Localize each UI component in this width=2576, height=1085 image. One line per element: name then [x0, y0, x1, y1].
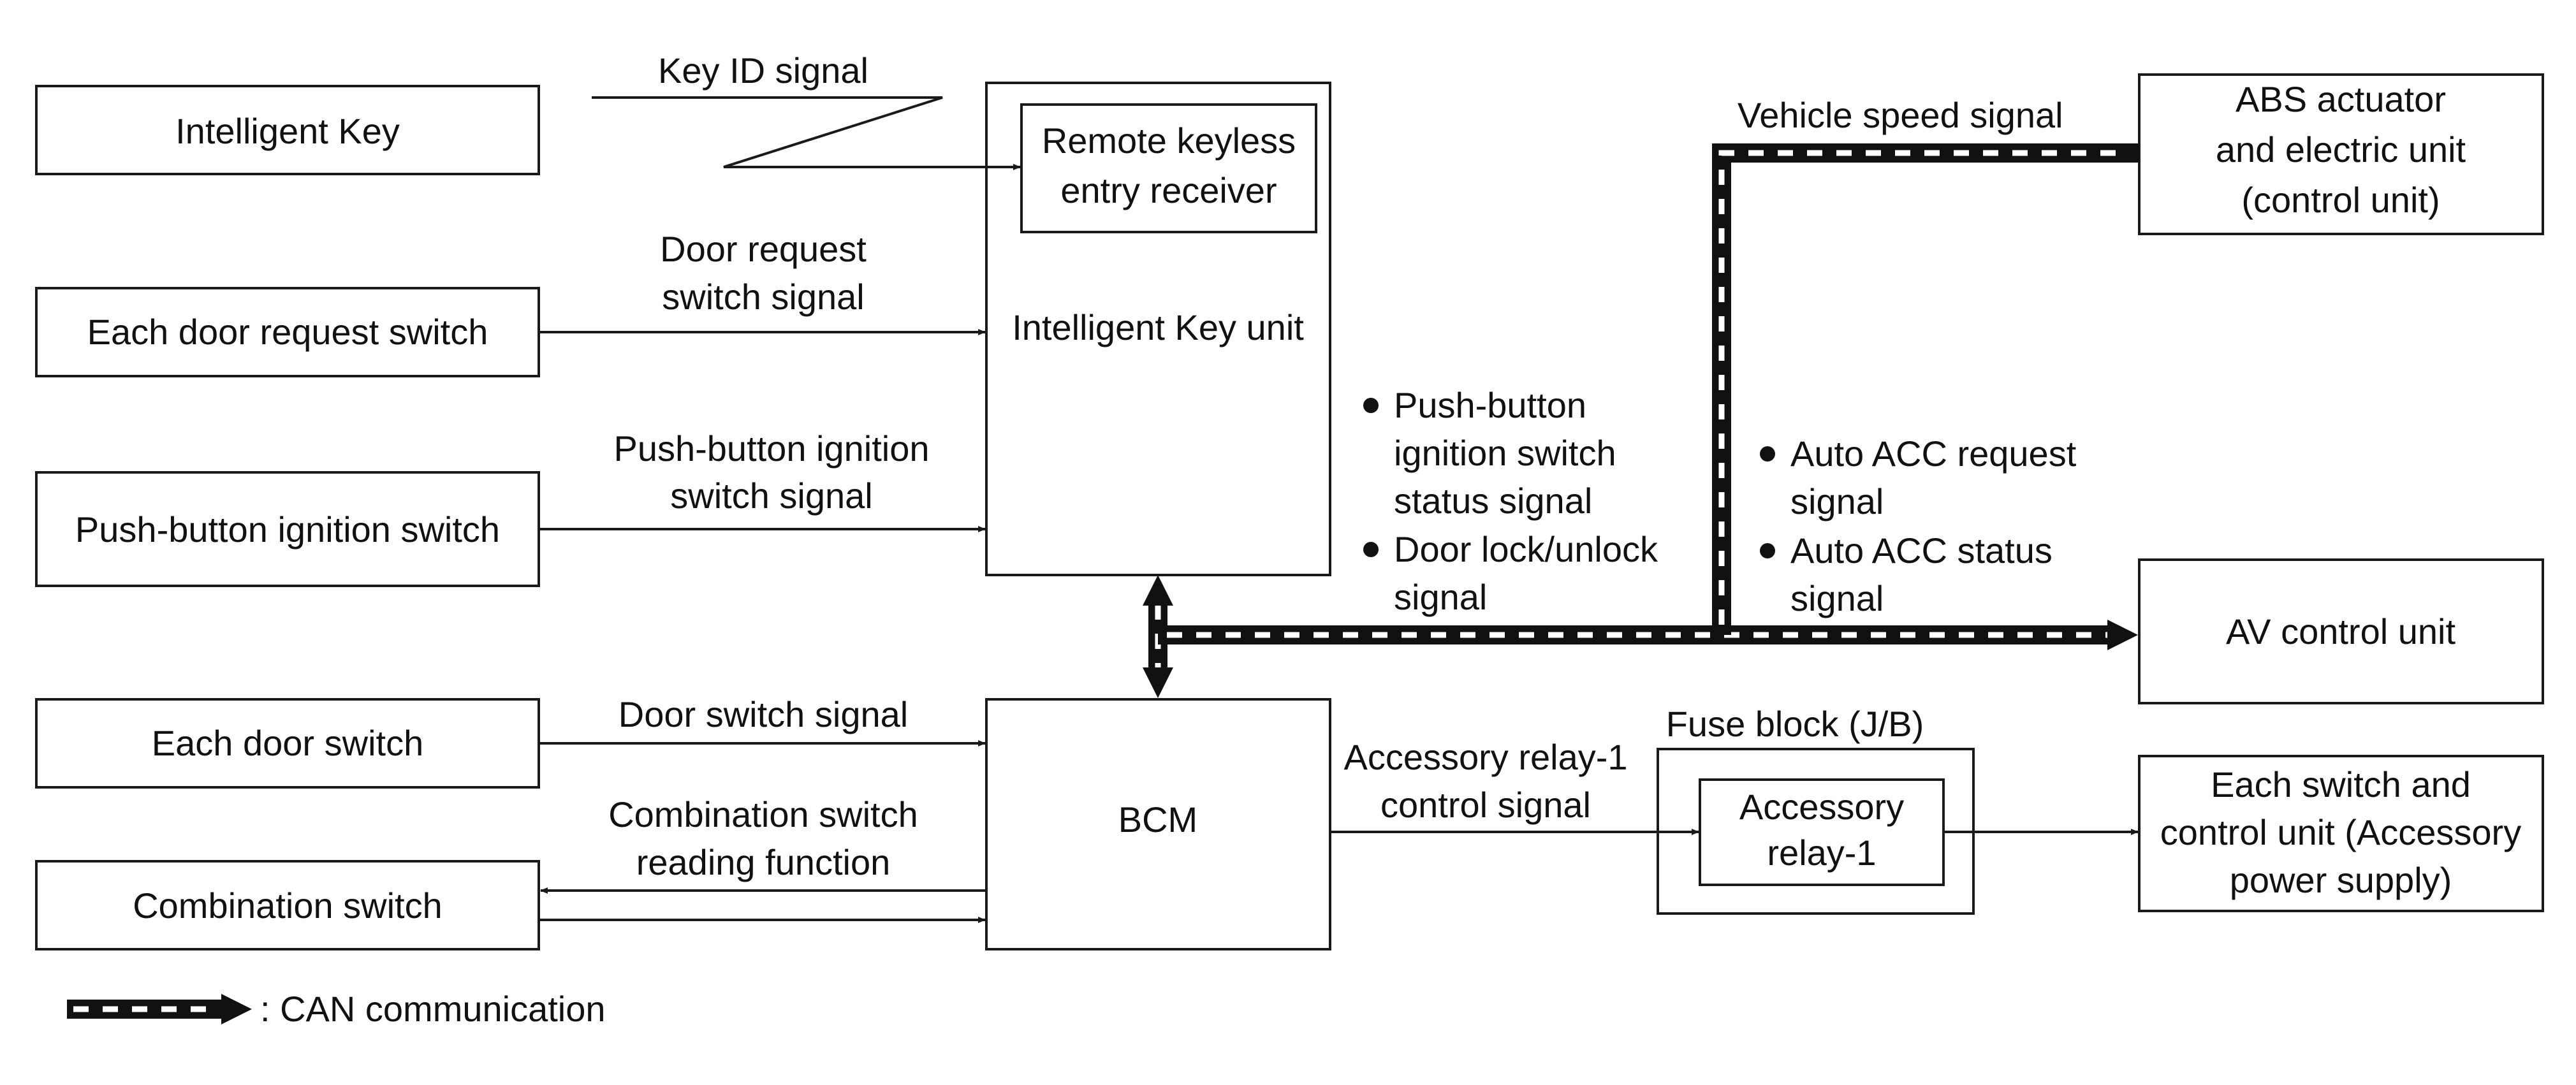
key-id-signal-label: Key ID signal	[658, 50, 868, 91]
combination-switch-box	[35, 860, 540, 950]
door-request-signal-label: switch signal	[662, 277, 864, 317]
can-arrowhead-av	[2107, 620, 2138, 650]
ikey-bcm-signal-label: Door lock/unlock	[1394, 529, 1658, 569]
av-control-unit-box	[2138, 558, 2544, 704]
ikey-bcm-signal-label: ignition switch	[1394, 433, 1616, 473]
legend-can-arrowhead	[221, 994, 252, 1024]
push-button-signal-label: Push-button ignition	[613, 428, 929, 469]
can-abs-bus-dashes	[1718, 150, 2130, 625]
auto-acc-signal-label: Auto ACC request	[1790, 433, 2077, 474]
door-switch-label: Each door switch	[152, 723, 423, 763]
accessory-power-label: power supply)	[2230, 860, 2452, 900]
ikey-bcm-signal-label: status signal	[1394, 481, 1592, 521]
remote-keyless-receiver-label: entry receiver	[1060, 170, 1277, 210]
combination-switch-signal-label: reading function	[636, 842, 891, 882]
can-arrowhead-down	[1143, 667, 1173, 698]
bullet-icon	[1363, 542, 1379, 557]
remote-keyless-receiver-label: Remote keyless	[1042, 120, 1296, 161]
abs-unit-label: (control unit)	[2241, 180, 2440, 220]
accessory-power-label: Each switch and	[2211, 764, 2471, 805]
bcm-label: BCM	[1118, 799, 1197, 840]
bullet-icon	[1760, 543, 1775, 558]
door-switch-signal-label: Door switch signal	[618, 694, 908, 734]
accessory-relay-control-label: Accessory relay-1	[1343, 737, 1627, 777]
key-id-signal-line	[592, 96, 1021, 170]
door-request-switch-box	[35, 287, 540, 377]
auto-acc-signal-label: Auto ACC status	[1790, 530, 2053, 571]
av-control-unit-label: AV control unit	[2226, 611, 2455, 652]
door-request-switch-label: Each door request switch	[87, 312, 488, 352]
intelligent-key-box	[35, 85, 540, 175]
auto-acc-signal-label: signal	[1790, 481, 1884, 521]
ikey-bcm-signal-label: Push-button	[1394, 385, 1586, 425]
bcm-box	[985, 698, 1331, 950]
push-button-ignition-switch-box	[35, 471, 540, 587]
accessory-power-label: control unit (Accessory	[2160, 812, 2521, 852]
legend-can-label: : CAN communication	[260, 989, 606, 1029]
accessory-relay-label: Accessory	[1739, 787, 1904, 827]
accessory-relay-label: relay-1	[1767, 833, 1876, 873]
accessory-relay-box	[1699, 778, 1945, 886]
bullet-icon	[1760, 446, 1775, 462]
ikey-bcm-signal-label: signal	[1394, 577, 1487, 617]
abs-unit-label: ABS actuator	[2236, 79, 2446, 119]
accessory-power-box	[2138, 755, 2544, 912]
fuse-block-label: Fuse block (J/B)	[1666, 704, 1924, 744]
intelligent-key-label: Intelligent Key	[175, 111, 400, 151]
push-button-ignition-switch-label: Push-button ignition switch	[75, 509, 500, 550]
can-arrowhead-up	[1143, 575, 1173, 606]
intelligent-key-unit-label: Intelligent Key unit	[1012, 307, 1304, 347]
push-button-signal-label: switch signal	[670, 476, 872, 516]
bullet-icon	[1363, 398, 1379, 413]
combination-switch-signal-label: Combination switch	[608, 794, 918, 834]
door-request-signal-label: Door request	[660, 229, 867, 269]
vehicle-speed-signal-label: Vehicle speed signal	[1738, 95, 2063, 135]
abs-unit-label: and electric unit	[2216, 129, 2466, 170]
remote-keyless-receiver-box	[1020, 103, 1317, 233]
combination-switch-label: Combination switch	[133, 885, 443, 926]
accessory-relay-control-label: control signal	[1380, 785, 1591, 825]
auto-acc-signal-label: signal	[1790, 578, 1884, 618]
